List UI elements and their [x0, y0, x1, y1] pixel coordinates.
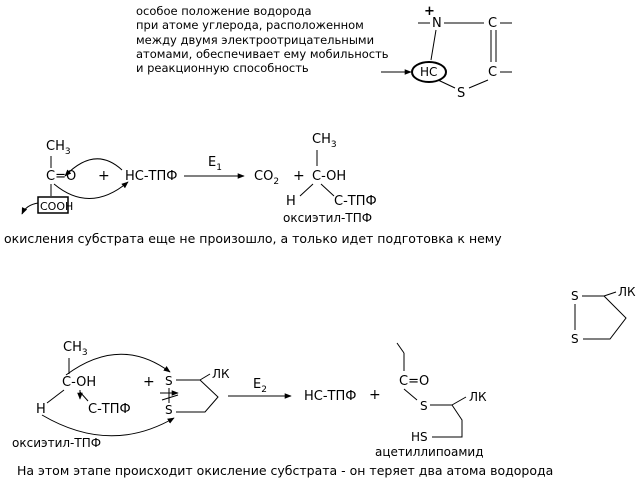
- r2-bond-h: [46, 389, 65, 404]
- ring-c-right: C: [488, 65, 497, 80]
- reaction-2: CH3 C-OH H C-ТПФ + S S ЛК E2 HC-ТПФ + ок…: [12, 340, 487, 459]
- r1-product-c-tpf: C-ТПФ: [334, 194, 377, 209]
- r2-product-name: ацетиллипоамид: [375, 445, 484, 459]
- lipo-chain: [583, 295, 627, 340]
- r2-prod-lk: ЛК: [469, 390, 487, 404]
- r1-product-c-oh: C-OH: [312, 169, 346, 184]
- lipo-lk: ЛК: [618, 285, 636, 299]
- hc-highlight: [411, 61, 447, 83]
- note-line-2: при атоме углерода, расположенном: [136, 18, 364, 33]
- ring-bond-hc-s: [437, 79, 456, 89]
- r2-prod-bond-lk: [451, 396, 467, 406]
- r1-plus: +: [98, 168, 110, 184]
- r2-ch3: CH3: [63, 340, 88, 358]
- reaction-1-caption: окисления субстрата еще не произошло, а …: [4, 231, 502, 246]
- r2-ss-arrow-2: [161, 394, 179, 401]
- r2-lk: ЛК: [212, 367, 230, 381]
- r2-reactant-name: оксиэтил-ТПФ: [12, 436, 101, 450]
- r1-cooh-box: [37, 196, 69, 214]
- r2-prod-chain: [432, 404, 463, 438]
- ring-c-top: C: [488, 16, 497, 31]
- r1-product-ch3: CH3: [312, 132, 337, 150]
- r1-enzyme: E1: [208, 155, 222, 173]
- r2-c-oh: C-OH: [62, 375, 96, 390]
- ring-hc: HC: [420, 65, 437, 79]
- r2-bond-tpf: [79, 391, 89, 402]
- r1-plus-2: +: [293, 168, 305, 184]
- r2-prod-bond-c-s: [403, 388, 418, 401]
- r2-prod-s: S: [420, 399, 428, 413]
- reaction-2-caption: На этом этапе происходит окисление субст…: [17, 463, 554, 478]
- r1-attack-arrow: [64, 158, 123, 177]
- ring-s: S: [457, 86, 465, 101]
- ring-bond-c-s: [468, 79, 489, 89]
- r2-h: H: [36, 402, 46, 417]
- note-line-3: между двумя электроотрицательными: [136, 32, 375, 47]
- r2-hc-tpf: HC-ТПФ: [304, 389, 356, 404]
- r2-s-bottom: S: [165, 403, 173, 417]
- ring-n: N: [432, 16, 442, 31]
- ring-plus: +: [424, 4, 435, 19]
- lipo-s-bottom: S: [571, 332, 579, 346]
- r1-product-bond-h: [299, 183, 314, 197]
- hydrogen-note: особое положение водорода при атоме угле…: [136, 4, 389, 75]
- r1-co2: CO2: [254, 169, 279, 187]
- lipo-s-top: S: [571, 289, 579, 303]
- r1-c-eq-o: C=O: [46, 169, 76, 184]
- r2-s-top: S: [165, 374, 173, 388]
- note-line-5: и реакционную способность: [136, 61, 309, 76]
- r2-lk-bond-b: [199, 373, 211, 381]
- note-line-4: атомами, обеспечивает ему мобильность: [136, 46, 389, 61]
- r2-prod-ch3-bond-1: [396, 342, 405, 354]
- r1-ch3: CH3: [46, 139, 71, 157]
- thiazolium-ring: + N C HC C S: [381, 4, 512, 101]
- note-line-1: особое положение водорода: [136, 4, 312, 18]
- r2-prod-hs: HS: [411, 430, 428, 444]
- r2-lipo-chain: [176, 379, 219, 413]
- r1-decarboxylation-arrow: [21, 202, 39, 215]
- r2-prod-c-eq-o: C=O: [399, 374, 429, 389]
- r2-top-arrow: [65, 353, 171, 376]
- ring-bond-n-hc: [430, 29, 437, 61]
- r1-product-h: H: [286, 194, 296, 209]
- r1-cooh: COOH: [40, 200, 73, 213]
- r1-hc-tpf: HC-ТПФ: [125, 169, 177, 184]
- lipo-bond-lk: [603, 291, 617, 297]
- r1-return-arrow: [53, 181, 129, 199]
- r2-enzyme: E2: [253, 377, 267, 395]
- reaction-1: CH3 C=O COOH + HC-ТПФ E1 CO2 + CH3 C-OH …: [21, 132, 377, 225]
- r2-c-tpf: C-ТПФ: [88, 402, 131, 417]
- r1-product-name: оксиэтил-ТПФ: [283, 211, 372, 225]
- r2-plus-2: +: [369, 387, 381, 403]
- r2-plus: +: [143, 374, 155, 390]
- r1-product-bond-tpf: [320, 183, 335, 197]
- r2-bottom-arrow: [41, 414, 175, 437]
- lipoic-acid: S S ЛК: [571, 285, 636, 346]
